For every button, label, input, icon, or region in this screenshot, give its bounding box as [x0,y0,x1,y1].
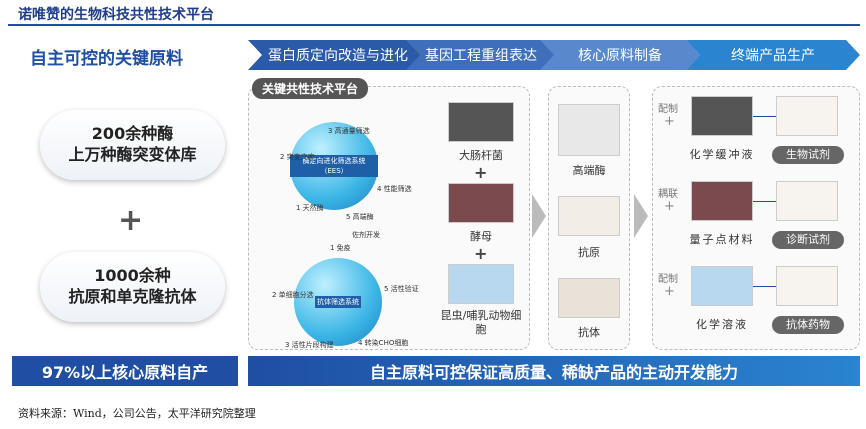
core-label: 高端酶 [572,164,606,177]
material-label: 化学缓冲液 [689,148,755,161]
sphere-antibody-label: 抗体筛选系统 [315,296,361,308]
enzyme-count: 200余种酶 [91,124,174,144]
step: 2 突变文库 [280,153,315,161]
product-image [776,181,838,221]
material-label: 化学溶液 [696,318,748,331]
step: 5 高端酶 [346,213,374,221]
product-image [776,96,838,136]
sphere-enzyme-label: 酶定向进化筛选系统（EES） [290,155,378,177]
core-label: 抗体 [578,326,600,339]
self-production-banner: 97%以上核心原料自产 [12,356,238,386]
step: 3 高通量筛选 [328,127,370,135]
step: 2 单细胞分选 [272,291,314,299]
product-badge: 抗体药物 [772,316,844,334]
plus-sign: + [664,114,675,129]
material-image [691,181,753,221]
core-label: 抗原 [578,246,600,259]
ecoli-image [448,102,514,142]
plus-sign: + [118,203,144,238]
product-image [776,266,838,306]
page-title: 诺唯赞的生物科技共性技术平台 [18,7,214,23]
stage-3: 核心原料制备 [540,40,700,70]
step: 5 活性验证 [384,285,419,293]
source-note: 资料来源：Wind，公司公告，太平洋研究院整理 [18,407,256,420]
antigen-image [558,196,620,236]
antibody-label: 抗原和单克隆抗体 [68,287,197,306]
process-verb: 配制 [658,274,678,285]
process-verb: 配制 [658,104,678,115]
stage-4: 终端产品生产 [686,40,860,70]
step: 3 活性片段构建 [285,341,334,349]
cell-image [448,264,514,304]
plus-sign: + [474,244,488,263]
stage-1: 蛋白质定向改造与进化 [248,40,428,70]
enzyme-box: 200余种酶上万种酶突变体库 [40,110,225,180]
sphere-antibody: 抗体筛选系统 [294,258,382,346]
host-label: 酵母 [470,230,492,243]
host-label: 昆虫/哺乳动物细胞 [440,309,522,336]
arrow-icon [634,194,648,238]
antibody-image [558,278,620,318]
connector [753,201,777,202]
step: 1 天然酶 [296,204,324,212]
platform-tag: 关键共性技术平台 [252,78,369,99]
left-heading: 自主可控的关键原料 [30,49,183,69]
host-label: 大肠杆菌 [459,149,503,162]
enzyme-library: 上万种酶突变体库 [68,145,197,164]
process-verb: 耦联 [658,189,678,200]
capability-banner: 自主原料可控保证高质量、稀缺产品的主动开发能力 [248,356,860,386]
product-badge: 诊断试剂 [772,231,844,249]
connector [753,116,777,117]
sphere-enzyme: 酶定向进化筛选系统（EES） [290,122,378,210]
plus-sign: + [664,199,675,214]
plus-sign: + [664,284,675,299]
connector [753,286,777,287]
arrow-icon [532,194,546,238]
material-label: 量子点材料 [689,233,755,246]
antibody-count: 1000余种 [94,266,171,286]
antibody-box: 1000余种抗原和单克隆抗体 [40,252,225,322]
step: 4 性能筛选 [377,185,412,193]
step: 佐剂开发 [352,231,380,239]
material-image [691,266,753,306]
plus-sign: + [474,163,488,182]
divider [8,24,860,26]
stage-2: 基因工程重组表达 [406,40,556,70]
material-image [691,96,753,136]
product-badge: 生物试剂 [772,146,844,164]
enzyme-image [558,104,620,156]
step: 1 免疫 [330,244,351,252]
yeast-image [448,183,514,223]
step: 4 转染CHO细胞 [358,339,409,347]
